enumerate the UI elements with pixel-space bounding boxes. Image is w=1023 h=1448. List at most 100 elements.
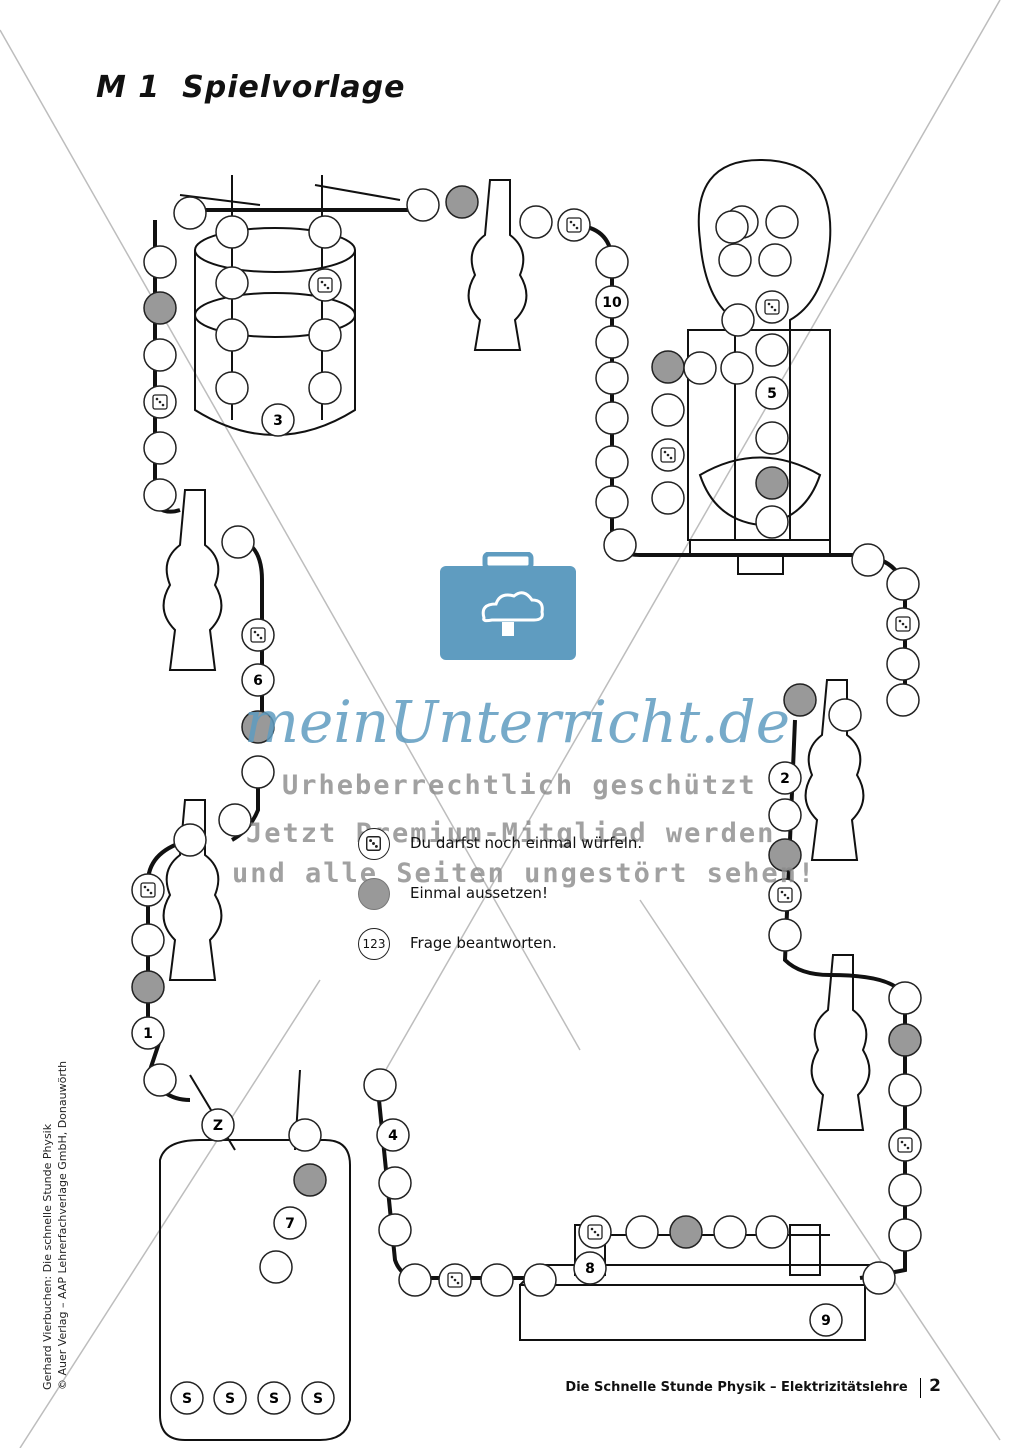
board-field — [888, 1173, 922, 1207]
worksheet-title: Spielvorlage — [182, 70, 406, 105]
dice-pip — [901, 622, 905, 626]
dice-pip — [904, 625, 908, 629]
board-field — [595, 245, 629, 279]
dice-pip — [669, 456, 673, 460]
dice-pip — [773, 308, 777, 312]
dice-pip — [259, 636, 263, 640]
board-field — [715, 210, 749, 244]
dice-pip — [596, 1233, 600, 1237]
s-field-label: S — [225, 1391, 235, 1407]
numbered-field — [755, 376, 789, 410]
board-field — [308, 215, 342, 249]
board-field — [288, 1118, 322, 1152]
field-number: 5 — [767, 386, 777, 402]
grey-field — [131, 970, 165, 1004]
dice-icon — [566, 217, 582, 233]
grey-field — [293, 1163, 327, 1197]
legend-text: Frage beantworten. — [410, 934, 557, 952]
board-field — [651, 393, 685, 427]
board-field — [595, 325, 629, 359]
board-field — [519, 205, 553, 239]
grey-field — [783, 683, 817, 717]
board-field — [173, 196, 207, 230]
copyright-line-1: Gerhard Vierbuchen: Die schnelle Stunde … — [41, 1123, 54, 1390]
field-number: 4 — [388, 1128, 398, 1144]
numbered-field — [809, 1303, 843, 1337]
dice-pip — [320, 280, 324, 284]
board-field — [828, 698, 862, 732]
watermark-diagonals — [0, 0, 1001, 1448]
board-field — [595, 445, 629, 479]
legend-text: Du darfst noch einmal würfeln. — [410, 834, 643, 852]
board-field — [718, 243, 752, 277]
beaker-illustration — [179, 175, 401, 436]
board-field — [595, 485, 629, 519]
dice-pip — [161, 403, 165, 407]
dice-pip — [155, 397, 159, 401]
board-field — [768, 918, 802, 952]
grey-field — [241, 710, 275, 744]
dice-icon — [250, 627, 266, 643]
dice-pip — [149, 891, 153, 895]
board-field — [143, 478, 177, 512]
board-field — [595, 361, 629, 395]
board-field — [523, 1263, 557, 1297]
board-field — [378, 1166, 412, 1200]
board-field — [755, 1215, 789, 1249]
start-field — [201, 1108, 235, 1142]
board-field — [886, 683, 920, 717]
dice-icon — [660, 447, 676, 463]
briefcase-cloud-icon — [440, 552, 576, 660]
board-field — [683, 351, 717, 385]
dice-pip — [770, 305, 774, 309]
board-field — [888, 1073, 922, 1107]
board-field — [131, 923, 165, 957]
board-field — [398, 1263, 432, 1297]
dice-pip — [146, 888, 150, 892]
numbered-field — [573, 1251, 607, 1285]
numbered-field — [261, 403, 295, 437]
board-field — [886, 647, 920, 681]
board-field — [241, 755, 275, 789]
dice-pip — [326, 286, 330, 290]
s-field-label: S — [269, 1391, 279, 1407]
board-field — [143, 245, 177, 279]
dice-pip — [903, 1143, 907, 1147]
dice-icon — [152, 394, 168, 410]
board-field — [625, 1215, 659, 1249]
field-number: 7 — [285, 1216, 295, 1232]
board-field — [755, 333, 789, 367]
board-field — [363, 1068, 397, 1102]
dice-pip — [780, 890, 784, 894]
board-field — [143, 1063, 177, 1097]
dice-pip — [575, 226, 579, 230]
copyright-sidebar: Gerhard Vierbuchen: Die schnelle Stunde … — [40, 1061, 70, 1390]
dice-pip — [590, 1227, 594, 1231]
board-field — [713, 1215, 747, 1249]
dice-icon — [777, 887, 793, 903]
dice-icon — [895, 616, 911, 632]
grey-field — [669, 1215, 703, 1249]
dice-pip — [786, 896, 790, 900]
s-field-label: S — [313, 1391, 323, 1407]
dice-pip — [663, 450, 667, 454]
copyright-line-2: © Auer Verlag – AAP Lehrerfachverlage Gm… — [56, 1060, 69, 1390]
watermark-brand: meinUnterricht.de — [244, 688, 791, 756]
board-field — [173, 823, 207, 857]
dice-pip — [898, 619, 902, 623]
dice-pip — [456, 1281, 460, 1285]
board-field — [215, 266, 249, 300]
board-field — [765, 205, 799, 239]
dice-icon — [764, 299, 780, 315]
field-number: 2 — [780, 771, 790, 787]
grey-field-icon — [358, 878, 390, 910]
dice-pip — [900, 1140, 904, 1144]
dice-pip — [783, 893, 787, 897]
board-field — [308, 318, 342, 352]
worksheet-label: M 1 — [96, 70, 161, 105]
board-field — [862, 1261, 896, 1295]
dice-icon — [140, 882, 156, 898]
grey-field — [888, 1023, 922, 1057]
grey-field — [445, 185, 479, 219]
